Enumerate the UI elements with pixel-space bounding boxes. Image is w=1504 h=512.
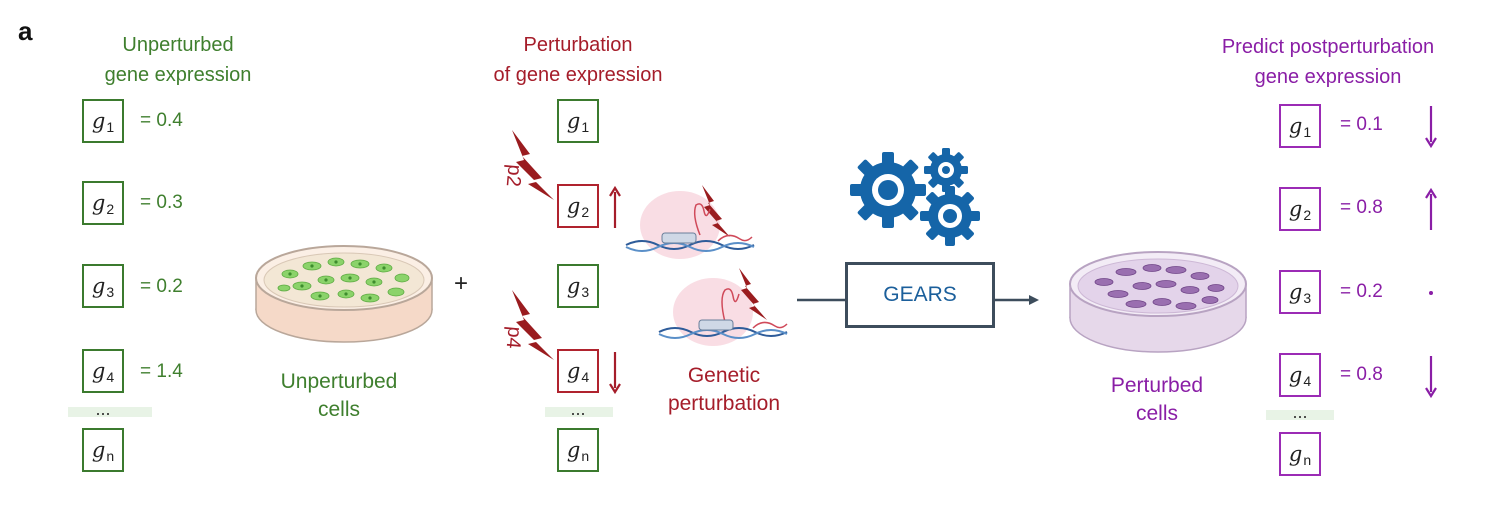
gene-symbol: g bbox=[1288, 280, 1303, 304]
panel-label: a bbox=[18, 16, 33, 46]
gene-subscript: n bbox=[581, 448, 590, 464]
gene-symbol: g bbox=[1288, 114, 1303, 138]
unperturbed-title-line1: Unperturbed bbox=[122, 34, 234, 56]
gene-symbol: g bbox=[91, 438, 106, 462]
gene-subscript: 3 bbox=[106, 284, 115, 300]
gene-subscript: 4 bbox=[581, 369, 590, 385]
gene-subscript: n bbox=[106, 448, 115, 464]
unperturbed-petri-dish-icon bbox=[255, 245, 433, 343]
unperturbed-title: Unperturbed gene expression bbox=[70, 30, 286, 90]
gears-label: GEARS bbox=[883, 283, 957, 306]
gene-subscript: 1 bbox=[1303, 124, 1312, 140]
gene-symbol: g bbox=[566, 359, 581, 383]
unperturbed-ellipsis: ... bbox=[95, 399, 111, 419]
gene-value-g1: = 0.4 bbox=[140, 110, 183, 131]
lightning-bolt-icon bbox=[512, 290, 554, 360]
perturbed-petri-dish-icon bbox=[1069, 251, 1247, 353]
predicted-title-line2: gene expression bbox=[1254, 66, 1402, 88]
gene-subscript: 2 bbox=[1303, 207, 1312, 223]
gene-value-g2: = 0.3 bbox=[140, 192, 183, 213]
gene-symbol: g bbox=[91, 274, 106, 298]
gene-subscript: 3 bbox=[1303, 290, 1312, 306]
gene-subscript: 1 bbox=[106, 119, 115, 135]
gene-subscript: 1 bbox=[581, 119, 590, 135]
up-arrow-icon bbox=[609, 185, 621, 228]
perturbation-title-line1: Perturbation bbox=[523, 34, 633, 56]
perturbed-cells-line2: cells bbox=[1135, 402, 1178, 425]
predicted-title: Predict postperturbation gene expression bbox=[1188, 32, 1468, 92]
gene-symbol: g bbox=[566, 274, 581, 298]
ellipsis-background bbox=[68, 407, 152, 417]
gene-subscript: n bbox=[1303, 452, 1312, 468]
gene-subscript: 4 bbox=[1303, 373, 1312, 389]
gene-symbol: g bbox=[566, 438, 581, 462]
gene-symbol: g bbox=[91, 109, 106, 133]
unperturbed-cells-caption: Unperturbed cells bbox=[254, 368, 424, 424]
no-change-dot-icon bbox=[1429, 291, 1433, 295]
perturbation-ellipsis: ... bbox=[570, 399, 586, 419]
gene-subscript: 4 bbox=[106, 369, 115, 385]
p2-label: p2 bbox=[501, 163, 526, 188]
crispr-dna-icon bbox=[658, 268, 788, 346]
perturbation-title-line2: of gene expression bbox=[493, 64, 663, 86]
down-arrow-icon bbox=[1425, 106, 1437, 149]
gene-symbol: g bbox=[566, 194, 581, 218]
gene-subscript: 3 bbox=[581, 284, 590, 300]
gene-symbol: g bbox=[1288, 363, 1303, 387]
gears-model-box: GEARS bbox=[845, 262, 995, 328]
gene-symbol: g bbox=[1288, 442, 1303, 466]
down-arrow-icon bbox=[1425, 356, 1437, 399]
gene-symbol: g bbox=[91, 191, 106, 215]
plus-sign: + bbox=[454, 270, 469, 297]
perturb-ellipsis-background bbox=[545, 407, 613, 417]
predicted-value-g3: = 0.2 bbox=[1340, 281, 1383, 302]
predicted-value-g4: = 0.8 bbox=[1340, 364, 1383, 385]
predicted-value-g1: = 0.1 bbox=[1340, 114, 1383, 135]
genetic-perturbation-caption: Genetic perturbation bbox=[644, 362, 804, 418]
unperturbed-title-line2: gene expression bbox=[104, 64, 252, 86]
unperturbed-cells-line2: cells bbox=[317, 398, 360, 421]
gears-icon bbox=[850, 148, 980, 246]
perturbed-cells-line1: Perturbed bbox=[1110, 374, 1204, 397]
gene-subscript: 2 bbox=[581, 204, 590, 220]
gene-symbol: g bbox=[566, 109, 581, 133]
predicted-ellipsis-background bbox=[1266, 410, 1334, 420]
crispr-dna-icon bbox=[625, 185, 755, 259]
predicted-ellipsis: ... bbox=[1292, 402, 1308, 422]
gene-symbol: g bbox=[1288, 197, 1303, 221]
lightning-bolt-icon bbox=[512, 130, 554, 200]
gene-symbol: g bbox=[91, 359, 106, 383]
p4-label: p4 bbox=[501, 325, 526, 350]
predicted-value-g2: = 0.8 bbox=[1340, 197, 1383, 218]
down-arrow-icon bbox=[609, 352, 621, 395]
perturbation-title: Perturbation of gene expression bbox=[470, 30, 686, 90]
perturbed-cells-caption: Perturbed cells bbox=[1072, 372, 1242, 428]
gene-value-g3: = 0.2 bbox=[140, 276, 183, 297]
unperturbed-cells-line1: Unperturbed bbox=[280, 370, 398, 393]
genetic-perturbation-line1: Genetic bbox=[687, 364, 761, 387]
predicted-title-line1: Predict postperturbation bbox=[1221, 36, 1435, 58]
gene-value-g4: = 1.4 bbox=[140, 361, 183, 382]
gene-subscript: 2 bbox=[106, 201, 115, 217]
genetic-perturbation-line2: perturbation bbox=[667, 392, 781, 415]
up-arrow-icon bbox=[1425, 187, 1437, 230]
